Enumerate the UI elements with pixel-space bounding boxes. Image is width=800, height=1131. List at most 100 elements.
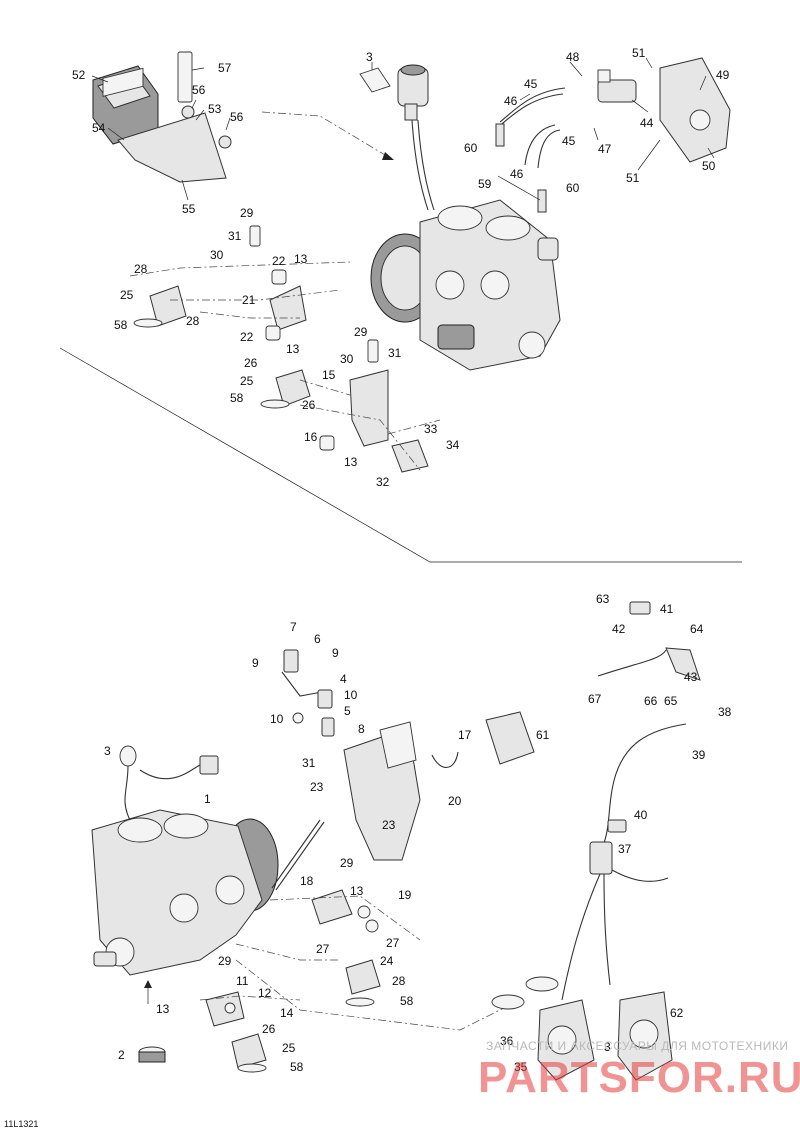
part-label: 38 xyxy=(718,705,732,719)
part-label: 31 xyxy=(388,346,402,360)
part-label: 32 xyxy=(376,475,390,489)
plug-2-body xyxy=(138,1051,166,1063)
clip-56b xyxy=(218,135,232,149)
top-assembly-artwork xyxy=(59,51,742,563)
washer-58d xyxy=(237,1063,267,1073)
part-label: 50 xyxy=(702,159,716,173)
part-label: 61 xyxy=(536,728,550,742)
part-label: 46 xyxy=(504,94,518,108)
part-5 xyxy=(321,717,335,737)
part-label: 40 xyxy=(634,808,648,822)
part-label: 63 xyxy=(596,592,610,606)
part-label: 3 xyxy=(604,1040,611,1054)
part-label: 28 xyxy=(392,974,406,988)
part-label: 15 xyxy=(322,368,336,382)
part-label: 35 xyxy=(514,1060,528,1074)
part-label: 57 xyxy=(218,61,232,75)
watermark-brand: PARTSFOR.RU xyxy=(478,1053,800,1102)
part-label: 13 xyxy=(350,884,364,898)
part-label: 20 xyxy=(448,794,462,808)
clamp-36b xyxy=(525,976,559,992)
part-label: 5 xyxy=(344,704,351,718)
part-label: 19 xyxy=(398,888,412,902)
part-label: 3 xyxy=(104,744,111,758)
part-label: 58 xyxy=(230,391,244,405)
part-label: 39 xyxy=(692,748,706,762)
oil-reservoir xyxy=(397,64,429,121)
part-label: 43 xyxy=(684,670,698,684)
nut-19a xyxy=(357,905,371,919)
gasket-3 xyxy=(359,67,391,93)
part-label: 60 xyxy=(566,181,580,195)
part-label: 26 xyxy=(262,1022,276,1036)
part-label: 29 xyxy=(218,954,232,968)
part-label: 42 xyxy=(612,622,626,636)
engine-top xyxy=(370,199,561,371)
bracket-43 xyxy=(665,647,701,681)
part-label: 59 xyxy=(478,177,492,191)
part-label: 1 xyxy=(204,792,211,806)
part-10 xyxy=(292,712,304,724)
spacer-22a xyxy=(271,269,287,285)
part-label: 37 xyxy=(618,842,632,856)
part-label: 31 xyxy=(228,229,242,243)
part-label: 23 xyxy=(382,818,396,832)
sensor-60a xyxy=(495,123,505,147)
part-label: 22 xyxy=(240,330,254,344)
bottom-assembly-artwork xyxy=(91,601,701,1081)
mount-18 xyxy=(311,889,353,925)
part-label: 47 xyxy=(598,142,612,156)
part-label: 28 xyxy=(186,314,200,328)
gasket-3b xyxy=(119,745,137,767)
mount-24 xyxy=(345,959,381,995)
part-label: 9 xyxy=(252,656,259,670)
part-label: 45 xyxy=(524,77,538,91)
watermark: ЗАПЧАСТИ И АКСЕССУАРЫ ДЛЯ МОТОТЕХНИКИ PA… xyxy=(478,1039,800,1102)
part-label: 34 xyxy=(446,438,460,452)
part-label: 30 xyxy=(210,248,224,262)
part-label: 33 xyxy=(424,422,438,436)
part-label: 13 xyxy=(156,1002,170,1016)
part-label: 54 xyxy=(92,121,106,135)
part-label: 3 xyxy=(366,50,373,64)
nut-19b xyxy=(365,919,379,933)
part-label: 29 xyxy=(354,325,368,339)
junction-37 xyxy=(589,841,613,875)
bracket-57 xyxy=(177,51,193,103)
part-label: 18 xyxy=(300,874,314,888)
oil-pump-assembly xyxy=(597,57,731,163)
part-label: 13 xyxy=(286,342,300,356)
clamp-36 xyxy=(491,994,525,1010)
bottom-part-labels: 63 41 42 64 7 6 9 9 4 43 67 66 65 38 10 … xyxy=(104,592,732,1074)
part-label: 13 xyxy=(294,252,308,266)
part-label: 45 xyxy=(562,134,576,148)
watermark-tagline: ЗАПЧАСТИ И АКСЕССУАРЫ ДЛЯ МОТОТЕХНИКИ xyxy=(486,1039,788,1053)
throttle-body-pair xyxy=(537,991,673,1081)
part-label: 44 xyxy=(640,116,654,130)
mount-25c xyxy=(231,1033,267,1069)
part-label: 29 xyxy=(240,206,254,220)
part-label: 31 xyxy=(302,756,316,770)
part-label: 58 xyxy=(114,318,128,332)
part-label: 41 xyxy=(660,602,674,616)
washer-58c xyxy=(345,997,375,1007)
part-label: 25 xyxy=(120,288,134,302)
part-label: 52 xyxy=(72,68,86,82)
mount-25b xyxy=(275,369,311,407)
part-label: 26 xyxy=(244,356,258,370)
part-label: 27 xyxy=(316,942,330,956)
part-label: 51 xyxy=(632,46,646,60)
part-label: 13 xyxy=(344,455,358,469)
part-label: 30 xyxy=(340,352,354,366)
engine-bottom xyxy=(91,809,279,976)
part-label: 12 xyxy=(258,986,272,1000)
bracket-15 xyxy=(349,369,389,447)
top-part-labels: 3 48 51 57 52 45 49 56 46 53 56 44 54 45… xyxy=(72,46,730,489)
part-label: 28 xyxy=(134,262,148,276)
part-label: 26 xyxy=(302,398,316,412)
part-label: 49 xyxy=(716,68,730,82)
part-label: 25 xyxy=(282,1041,296,1055)
part-label: 10 xyxy=(344,688,358,702)
mount-21 xyxy=(269,285,307,331)
spacer-22b xyxy=(265,325,281,341)
